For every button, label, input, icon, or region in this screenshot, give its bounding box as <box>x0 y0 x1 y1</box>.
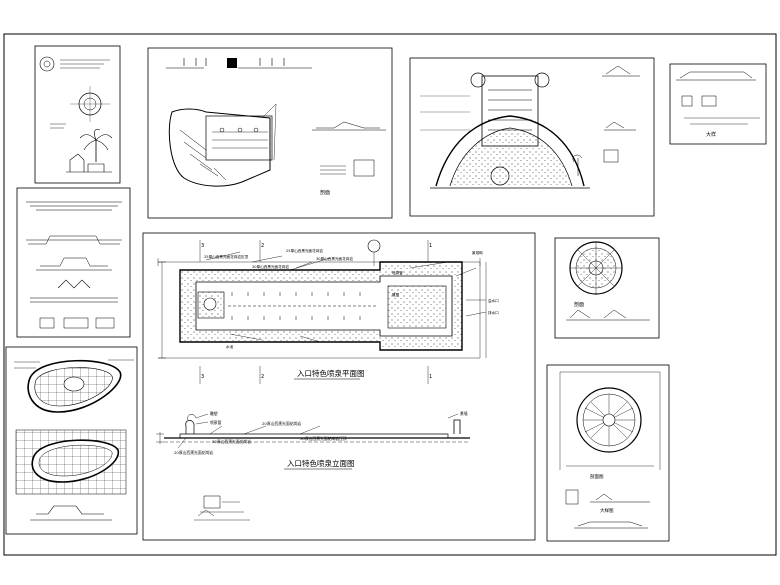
panel-left-sections <box>16 187 131 338</box>
elev-callout-4: 20厚山西黑光面花岗岩 <box>262 421 301 426</box>
axis-label-3: 3 <box>201 243 204 249</box>
axis-label-1-bottom: 1 <box>429 374 432 380</box>
elevation-title: 入口特色喷泉立面图 <box>287 458 355 468</box>
plan-callout-9: 排水口 <box>488 310 499 315</box>
sheet-frame <box>3 33 777 556</box>
panel-circle-fountain <box>34 45 121 184</box>
elev-callout-2: 喷泉管 <box>210 420 222 425</box>
panel-semicircle-fountain <box>409 57 655 217</box>
plan-callout-2: 30厚山西黑光面花岗岩 <box>252 264 289 269</box>
panel-main-fountain: 3 2 1 3 2 1 25厚山西黑光面花岗岩压顶 30厚山西黑光面花岗岩 25… <box>142 232 536 541</box>
minor-label-detail: 大样 <box>706 131 716 138</box>
plan-title: 入口特色喷泉平面图 <box>297 368 365 378</box>
minor-label-circle-section: 剖面 <box>574 301 584 308</box>
elev-callout-3: 30厚山西黑光面花岗岩 <box>212 439 251 444</box>
plan-callout-4: 30厚山西黑光面花岗岩 <box>316 256 353 261</box>
panel-curved-plan: 剖面 <box>147 47 393 219</box>
elev-callout-7: 20厚山西黑光面花岗岩 <box>174 450 213 455</box>
axis-label-3-bottom: 3 <box>201 374 204 380</box>
plan-callout-1: 25厚山西黑光面花岗岩压顶 <box>204 254 249 259</box>
axis-label-2: 2 <box>261 243 264 249</box>
minor-label-section: 剖面 <box>320 189 330 196</box>
panel-radial-plan: 剖面 <box>554 237 660 339</box>
plan-callout-6: 雕塑 <box>392 292 400 297</box>
panel-oval-plans <box>5 346 138 535</box>
minor-label-section-drawing: 剖面图 <box>590 473 604 480</box>
plan-callout-10: 水池 <box>226 344 234 349</box>
axis-label-2-bottom: 2 <box>261 374 264 380</box>
elev-callout-6: 景墙 <box>460 411 468 416</box>
elev-callout-1: 雕塑 <box>210 411 218 416</box>
minor-label-detail-drawing: 大样图 <box>600 507 614 514</box>
axis-label-1: 1 <box>429 243 432 249</box>
plan-callout-5: 喷泉管 <box>392 270 403 275</box>
panel-small-detail: 大样 <box>669 63 767 145</box>
plan-callout-8: 溢水口 <box>488 298 499 303</box>
panel-round-plan: 剖面图 大样图 <box>546 364 670 542</box>
elev-callout-5: 30厚山西黑光面花岗岩压顶 <box>300 436 347 441</box>
plan-callout-3: 25厚山西黑光面花岗岩 <box>286 248 323 253</box>
plan-callout-7: 景观砌 <box>472 250 483 255</box>
